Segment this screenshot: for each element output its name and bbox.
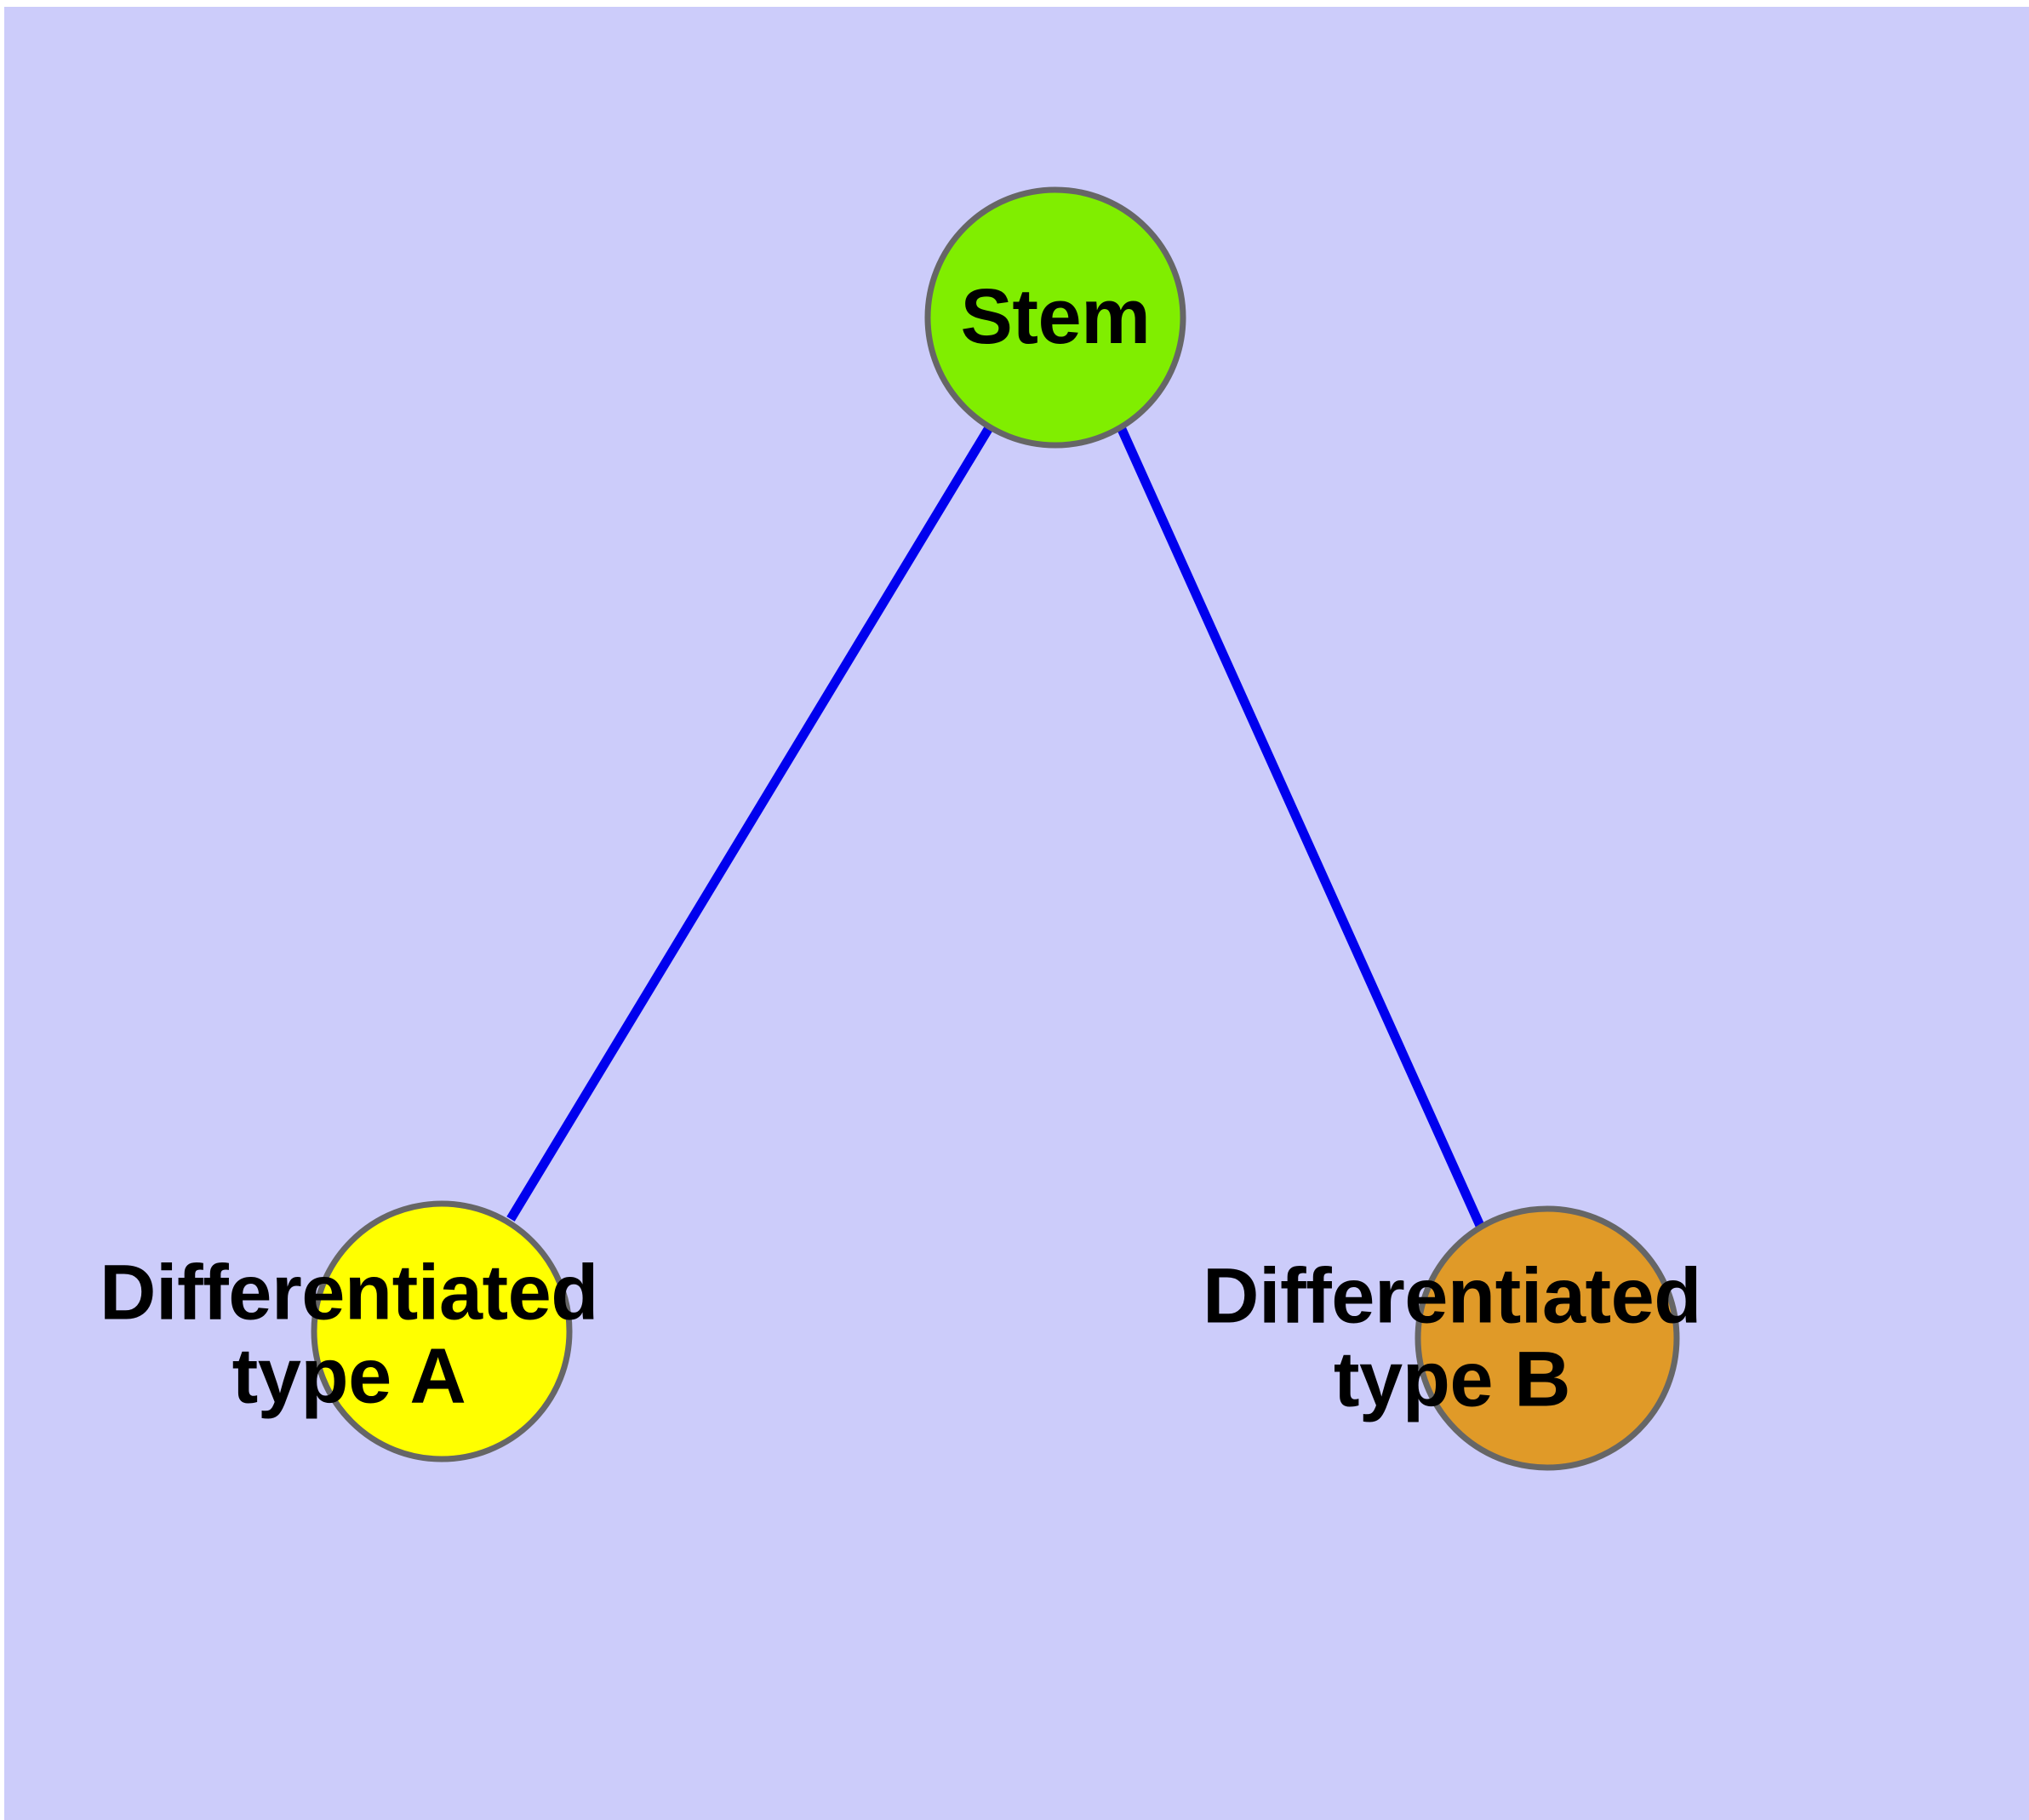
node-differentiated-type-b[interactable] — [1415, 1205, 1680, 1471]
edge-stem-to-type-a[interactable] — [506, 424, 994, 1222]
node-layer — [311, 186, 1680, 1471]
node-differentiated-type-a[interactable] — [311, 1200, 573, 1462]
node-stem[interactable] — [924, 186, 1186, 449]
edge-stem-to-type-b[interactable] — [1116, 425, 1486, 1230]
edge-layer — [506, 424, 1486, 1230]
